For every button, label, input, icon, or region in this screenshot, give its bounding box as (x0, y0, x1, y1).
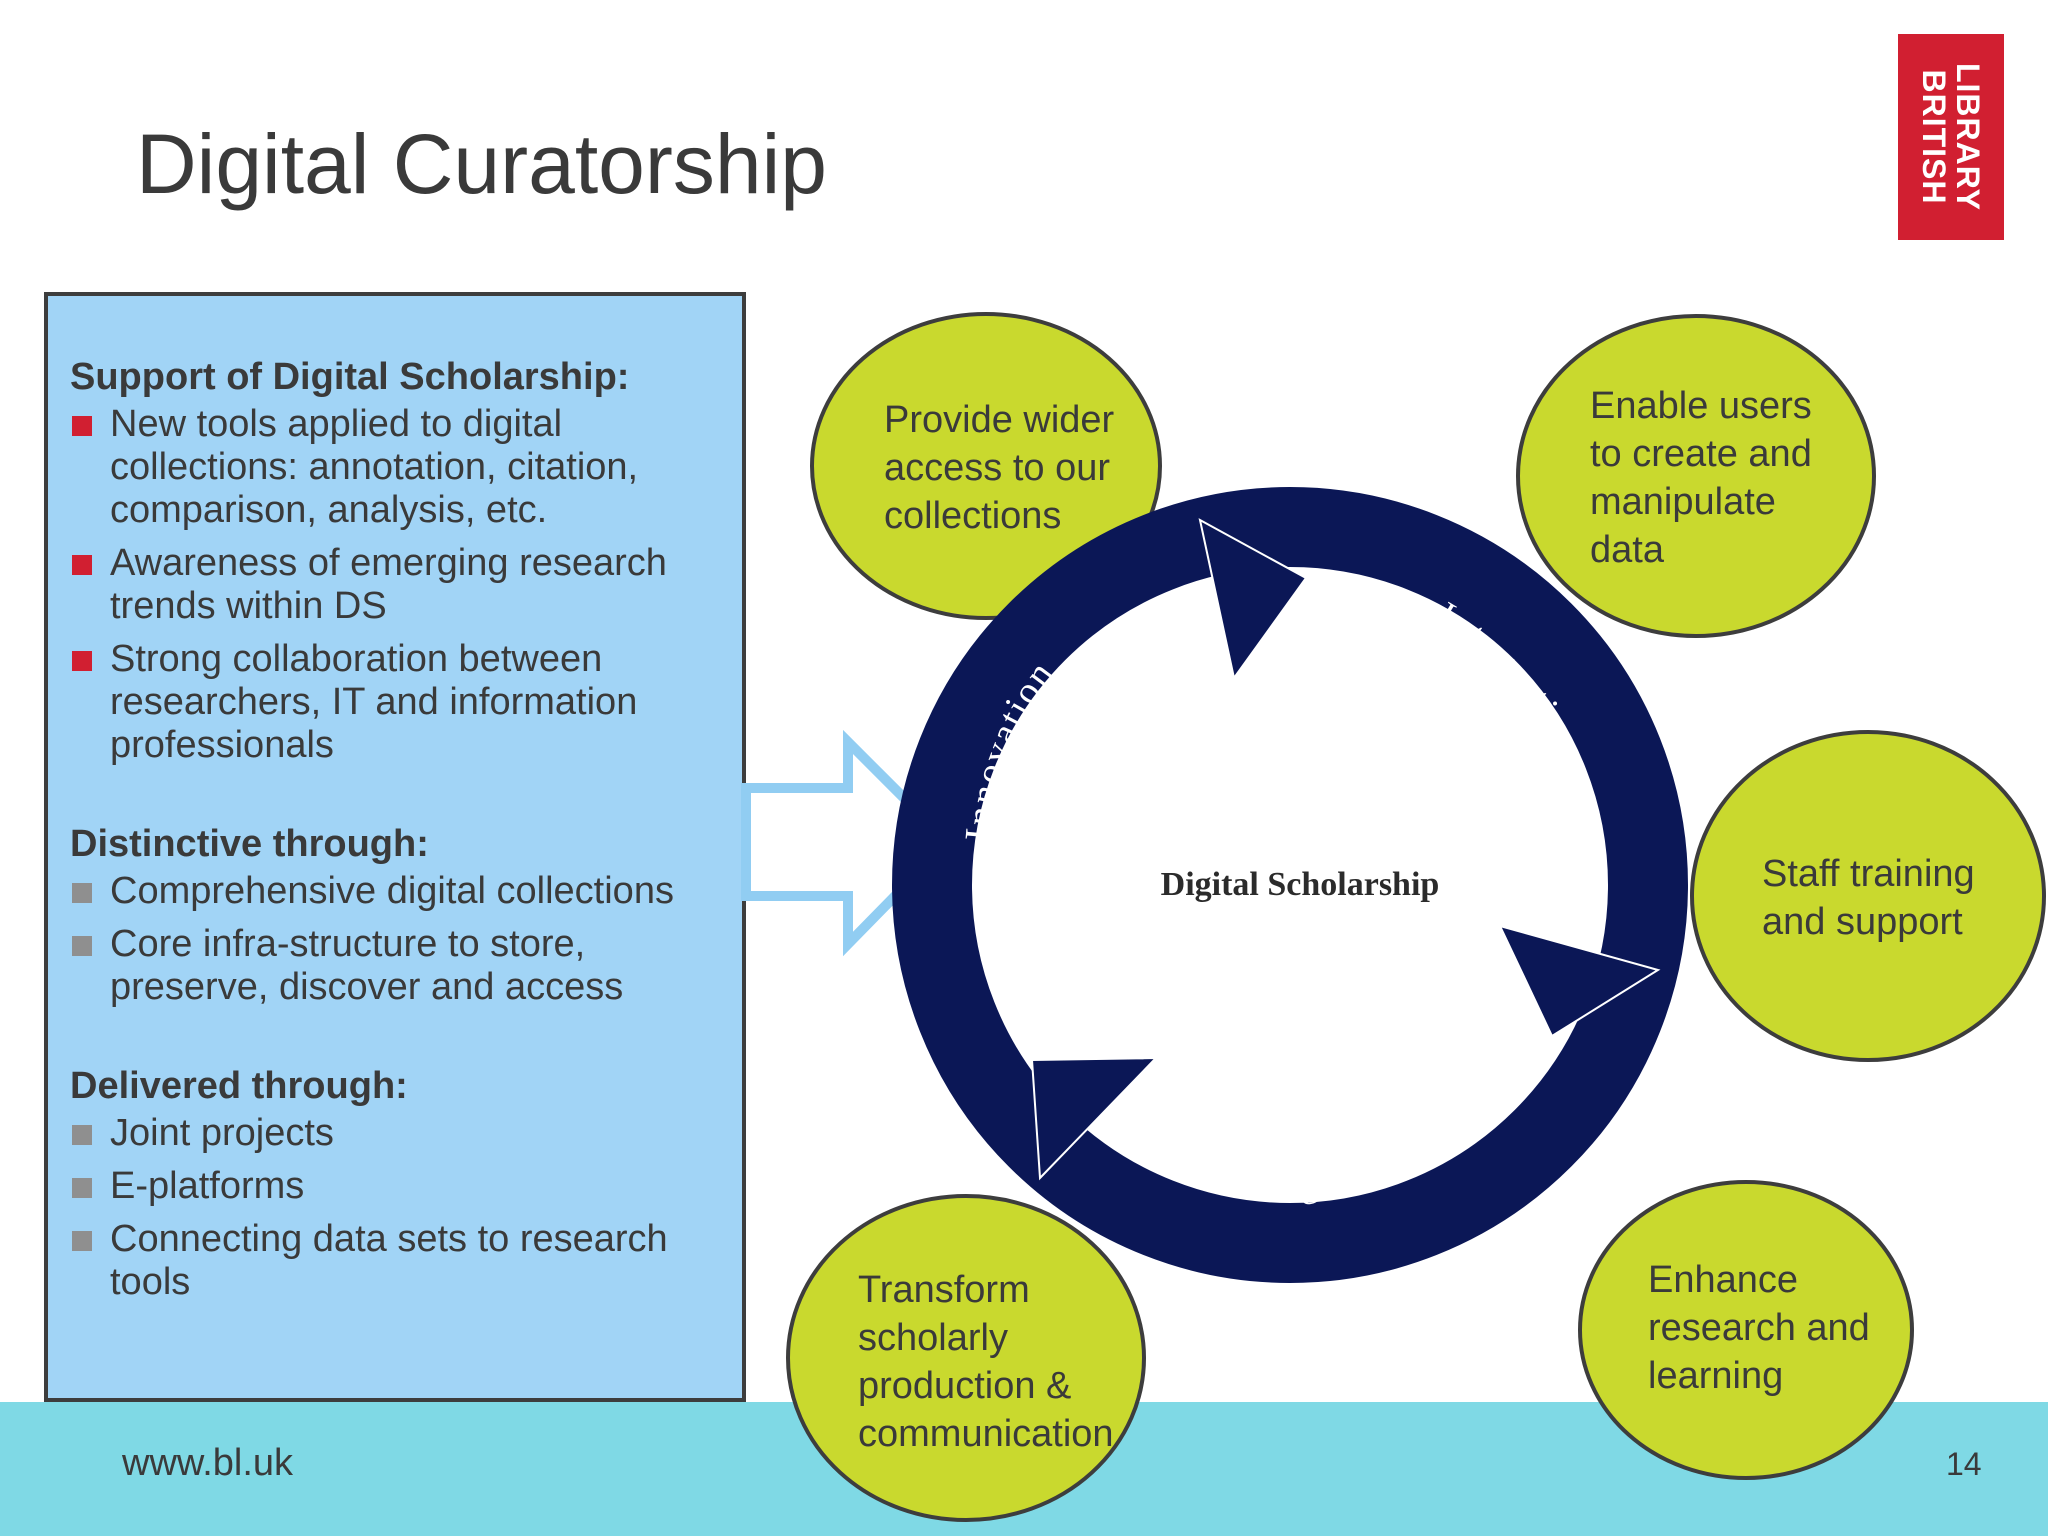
page-number: 14 (1946, 1446, 1982, 1482)
red-bullet-icon (72, 555, 92, 575)
list-item: E-platforms (70, 1165, 740, 1208)
cycle-ring (892, 487, 1688, 1283)
list-item: Core infra-structure to store, preserve,… (70, 923, 740, 1009)
red-bullet-icon (72, 416, 92, 436)
distinctive-list: Comprehensive digital collections Core i… (70, 870, 740, 1009)
list-item: New tools applied to digital collections… (70, 403, 740, 532)
arrowhead-left (1030, 1056, 1159, 1181)
grey-bullet-icon (72, 883, 92, 903)
red-bullet-icon (72, 651, 92, 671)
arrowhead-right (1498, 924, 1661, 1038)
british-library-logo: LIBRARY BRITISH (1898, 34, 2004, 240)
bubble-text-transform: Transform scholarly production & communi… (858, 1269, 1114, 1455)
section-heading-delivered: Delivered through: (70, 1065, 408, 1107)
bubble-staff (1690, 730, 2046, 1062)
list-item: Strong collaboration between researchers… (70, 638, 740, 767)
grey-bullet-icon (72, 936, 92, 956)
slide-title: Digital Curatorship (136, 117, 827, 211)
section-heading-distinctive: Distinctive through: (70, 823, 429, 865)
delivered-list: Joint projects E-platforms Connecting da… (70, 1112, 740, 1304)
footer-url: www.bl.uk (122, 1442, 294, 1484)
bubble-text-enable: Enable users to create and manipulate da… (1590, 385, 1812, 571)
bubble-enable (1516, 314, 1876, 638)
bubble-text-staff: Staff training and support (1762, 853, 1975, 943)
list-item: Awareness of emerging research trends wi… (70, 542, 740, 628)
bubble-text-enhance: Enhance research and learning (1648, 1259, 1870, 1397)
center-label: Digital Scholarship (1161, 866, 1440, 903)
bubble-text-provide: Provide wider access to our collections (884, 399, 1115, 537)
grey-bullet-icon (72, 1178, 92, 1198)
arrowhead-top (1198, 518, 1308, 681)
bubble-enhance (1578, 1180, 1914, 1480)
grey-bullet-icon (72, 1231, 92, 1251)
list-item: Comprehensive digital collections (70, 870, 740, 913)
support-list: New tools applied to digital collections… (70, 403, 740, 767)
bubble-provide (810, 312, 1162, 620)
bubble-transform (786, 1194, 1146, 1522)
list-item: Connecting data sets to research tools (70, 1218, 740, 1304)
list-item: Joint projects (70, 1112, 740, 1155)
section-heading-support: Support of Digital Scholarship: (70, 356, 630, 398)
grey-bullet-icon (72, 1125, 92, 1145)
